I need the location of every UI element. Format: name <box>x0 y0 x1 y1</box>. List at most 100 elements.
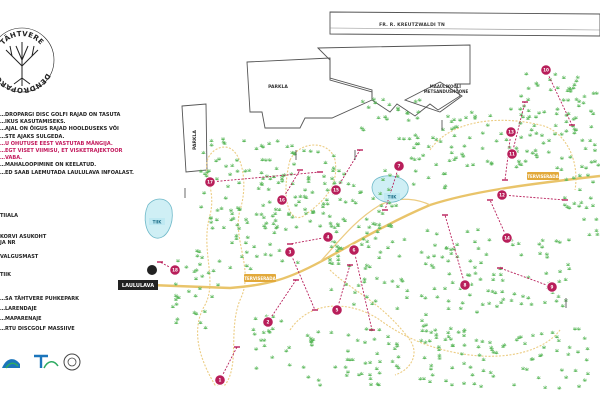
tree-icon <box>581 101 586 105</box>
tree-icon <box>454 124 459 129</box>
tree-icon <box>384 117 390 121</box>
tree-icon <box>588 138 593 142</box>
hole-marker-14[interactable]: 14 <box>501 232 513 244</box>
tree-icon <box>210 226 215 230</box>
hole-marker-17[interactable]: 17 <box>204 176 216 188</box>
tree-icon <box>553 72 558 76</box>
tree-icon <box>474 310 480 314</box>
tree-icon <box>449 382 455 387</box>
hole-marker-15[interactable]: 15 <box>330 184 342 196</box>
tree-icon <box>228 208 234 212</box>
tree-icon <box>358 190 364 194</box>
tree-icon <box>584 205 589 210</box>
hole-marker-6[interactable]: 6 <box>348 244 360 256</box>
tree-icon <box>567 266 572 271</box>
sponsor-logo-3-icon <box>63 353 81 371</box>
trail-label-left-text: TERVISERADA <box>244 276 276 281</box>
fairway-13 <box>504 131 512 181</box>
tree-icon <box>470 162 476 167</box>
hole-marker-7[interactable]: 7 <box>393 160 405 172</box>
school-label: MAAÜLIKOOLI METSANDUSHOONE <box>424 84 469 94</box>
hole-marker-4[interactable]: 4 <box>322 231 334 243</box>
tree-icon <box>446 306 451 311</box>
tree-icon <box>274 166 279 171</box>
tree-icon <box>565 88 570 93</box>
tree-icon <box>204 174 209 178</box>
tree-icon <box>364 231 370 235</box>
tree-icon <box>473 271 478 275</box>
tree-icon <box>320 204 326 208</box>
partner-line-4: …RTU DISCGOLF MASSIIVE <box>0 326 75 332</box>
tree-icon <box>361 237 366 241</box>
tree-icon <box>245 235 250 239</box>
stage-marker[interactable]: LAULULAVA <box>118 265 158 290</box>
hole-marker-3[interactable]: 3 <box>284 246 296 258</box>
tree-icon <box>559 167 564 171</box>
tree-icon <box>460 301 465 305</box>
hole-marker-11[interactable]: 11 <box>506 148 518 160</box>
pond-label-left: TIIK <box>153 220 163 225</box>
tree-icon <box>449 127 455 131</box>
hole-circle <box>506 148 518 160</box>
tree-icon <box>289 143 295 148</box>
tree-icon <box>428 367 434 371</box>
tree-icon <box>494 139 499 143</box>
tree-icon <box>345 370 351 374</box>
tree-icon <box>533 115 539 119</box>
hole-marker-18[interactable]: 18 <box>169 264 181 276</box>
tree-icon <box>539 331 544 336</box>
hole-marker-1[interactable]: 1 <box>214 374 226 386</box>
partner-line-1: …SA TÄHTVERE PUHKEPARK <box>0 296 79 302</box>
tree-icon <box>554 334 559 339</box>
tree-icon <box>380 211 385 215</box>
tree-icon <box>530 333 536 337</box>
tree-icon <box>367 264 372 269</box>
tree-icon <box>360 99 365 103</box>
tree-icon <box>556 294 561 298</box>
tree-icon <box>479 384 484 388</box>
tree-icon <box>275 224 280 229</box>
tree-icon <box>234 158 240 162</box>
hole-marker-10[interactable]: 10 <box>540 64 552 76</box>
tree-icon <box>372 337 377 341</box>
tree-icon <box>419 338 424 342</box>
hole-marker-5[interactable]: 5 <box>331 304 343 316</box>
tree-icon <box>419 250 424 254</box>
pond-label-left-bg <box>149 218 165 225</box>
tree-icon <box>413 133 418 137</box>
tree-icon <box>271 314 276 319</box>
hole-marker-2[interactable]: 2 <box>262 316 274 328</box>
tree-icon <box>286 212 291 216</box>
tree-icon <box>562 195 567 200</box>
tree-icon <box>342 172 347 176</box>
hole-circle <box>169 264 181 276</box>
tree-icon <box>353 201 358 205</box>
tree-icon <box>405 111 410 115</box>
tree-icon <box>351 183 356 188</box>
stage-icon <box>147 265 157 275</box>
tree-icon <box>280 259 285 263</box>
tree-icon <box>541 345 547 349</box>
hole-marker-13[interactable]: 13 <box>505 126 517 138</box>
hole-marker-16[interactable]: 16 <box>276 194 288 206</box>
tree-icon <box>267 141 272 145</box>
tree-icon <box>489 162 494 166</box>
hole-marker-12[interactable]: 12 <box>496 189 508 201</box>
hole-marker-8[interactable]: 8 <box>459 279 471 291</box>
hole-marker-9[interactable]: 9 <box>546 281 558 293</box>
tree-icon <box>450 343 455 347</box>
tree-icon <box>592 142 597 147</box>
tree-icon <box>199 205 204 209</box>
tree-icon <box>573 128 579 132</box>
tree-icon <box>581 217 587 221</box>
tree-icon <box>555 107 560 111</box>
tree-icon <box>594 228 599 233</box>
tree-icon <box>336 246 342 250</box>
tree-icon <box>423 296 428 300</box>
tree-icon <box>468 365 473 369</box>
parking-label-main: PARKLA <box>268 84 288 90</box>
tree-icon <box>209 220 214 224</box>
tree-icon <box>387 173 393 177</box>
tree-icon <box>243 240 248 245</box>
tree-icon <box>363 361 368 365</box>
